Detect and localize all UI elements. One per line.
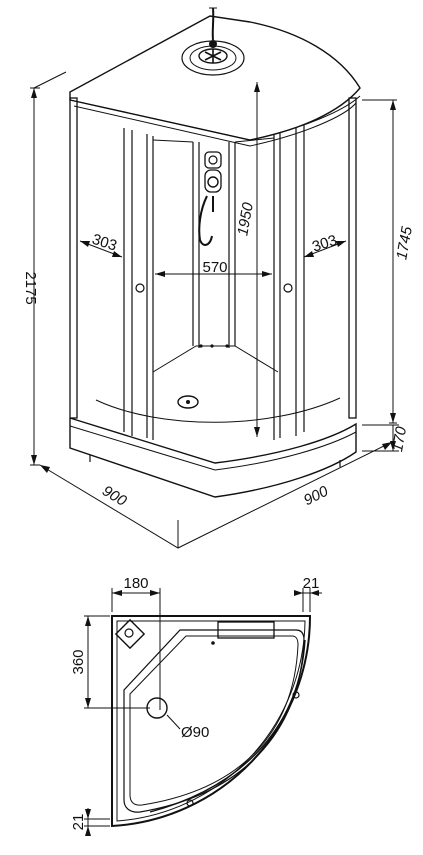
hand-shower xyxy=(198,151,222,246)
dim-inner-width: 570 xyxy=(202,259,227,276)
rain-shower-head xyxy=(181,40,245,76)
top-shower-hose xyxy=(211,7,215,41)
roof-outline xyxy=(69,15,361,141)
floor-drain xyxy=(177,395,199,409)
dim-wall-right: 21 xyxy=(303,575,320,592)
dim-door-left: 303 xyxy=(90,231,119,255)
dim-depth-right: 900 xyxy=(301,482,332,509)
plan-view: Ø90 180 21 360 21 xyxy=(70,575,322,836)
dim-height-tray: 170 xyxy=(389,425,410,453)
dim-drain-diameter: Ø90 xyxy=(181,724,209,741)
door-handle-right xyxy=(283,283,293,293)
door-handle-left xyxy=(135,283,145,293)
dim-door-right: 303 xyxy=(310,232,339,256)
dim-offset-y: 360 xyxy=(70,649,87,674)
plan-shelf xyxy=(217,621,275,639)
plan-tray-inner xyxy=(123,629,305,813)
dim-height-inner: 1950 xyxy=(234,201,257,237)
tray-skirt xyxy=(69,417,357,498)
dim-depth-left: 900 xyxy=(99,482,130,510)
dim-wall-bottom: 21 xyxy=(70,814,87,831)
isometric-view: 2175 1745 170 1950 303 303 570 xyxy=(22,7,416,549)
plan-mixer xyxy=(114,618,146,650)
dim-height-cabin: 1745 xyxy=(393,225,416,261)
dim-height-total: 2175 xyxy=(22,271,39,304)
dim-offset-x: 180 xyxy=(123,575,148,592)
